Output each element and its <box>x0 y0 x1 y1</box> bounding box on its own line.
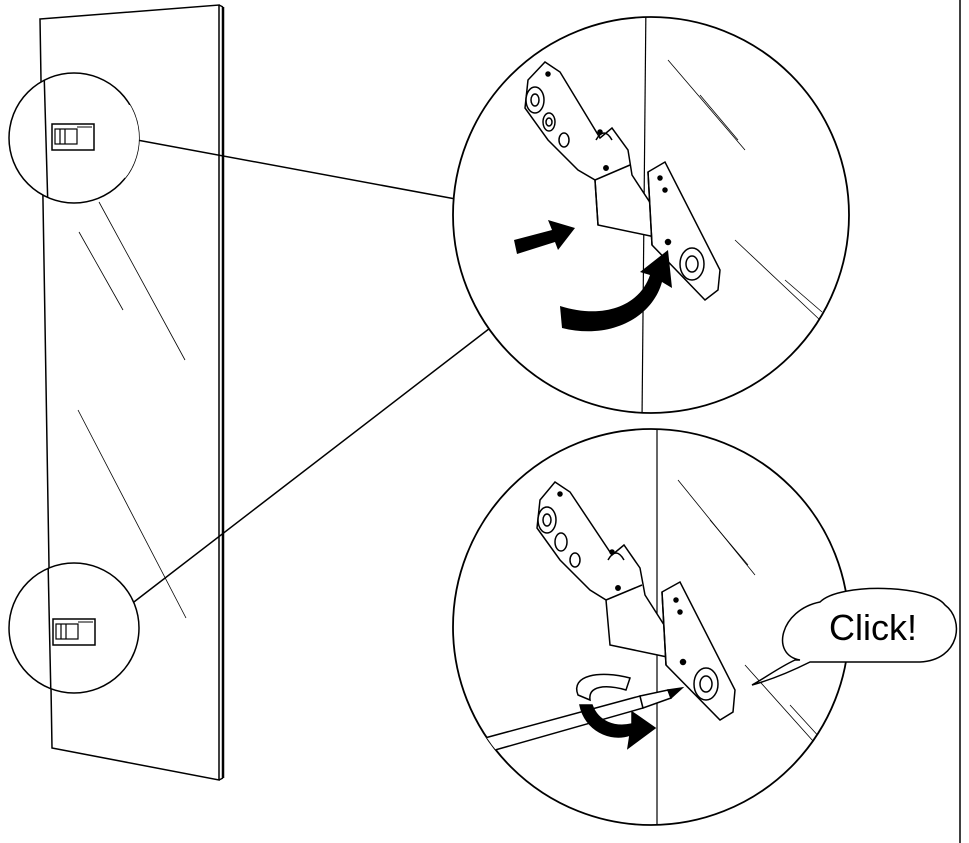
callout-text: Click! <box>829 607 917 648</box>
hinge-arm <box>536 481 681 659</box>
hinge-marker-top <box>8 72 140 204</box>
rotate-arrow-icon <box>560 250 672 332</box>
glass-reflection <box>77 409 187 619</box>
mounting-plate <box>647 160 721 302</box>
hinge-arm <box>524 61 669 239</box>
turn-arrow-icon <box>575 673 657 750</box>
hinge-detail-circle-bottom <box>452 428 850 826</box>
leader-line-bottom <box>129 324 495 606</box>
hinge-detail-circle-top <box>452 16 850 414</box>
speech-bubble: Click! <box>751 587 958 686</box>
push-arrow-icon <box>514 220 575 254</box>
mounting-plate <box>661 580 736 721</box>
hinge-marker-bottom <box>8 562 140 694</box>
glass-reflection <box>78 231 124 311</box>
glass-reflection <box>98 201 186 361</box>
leader-line-top <box>136 139 462 201</box>
